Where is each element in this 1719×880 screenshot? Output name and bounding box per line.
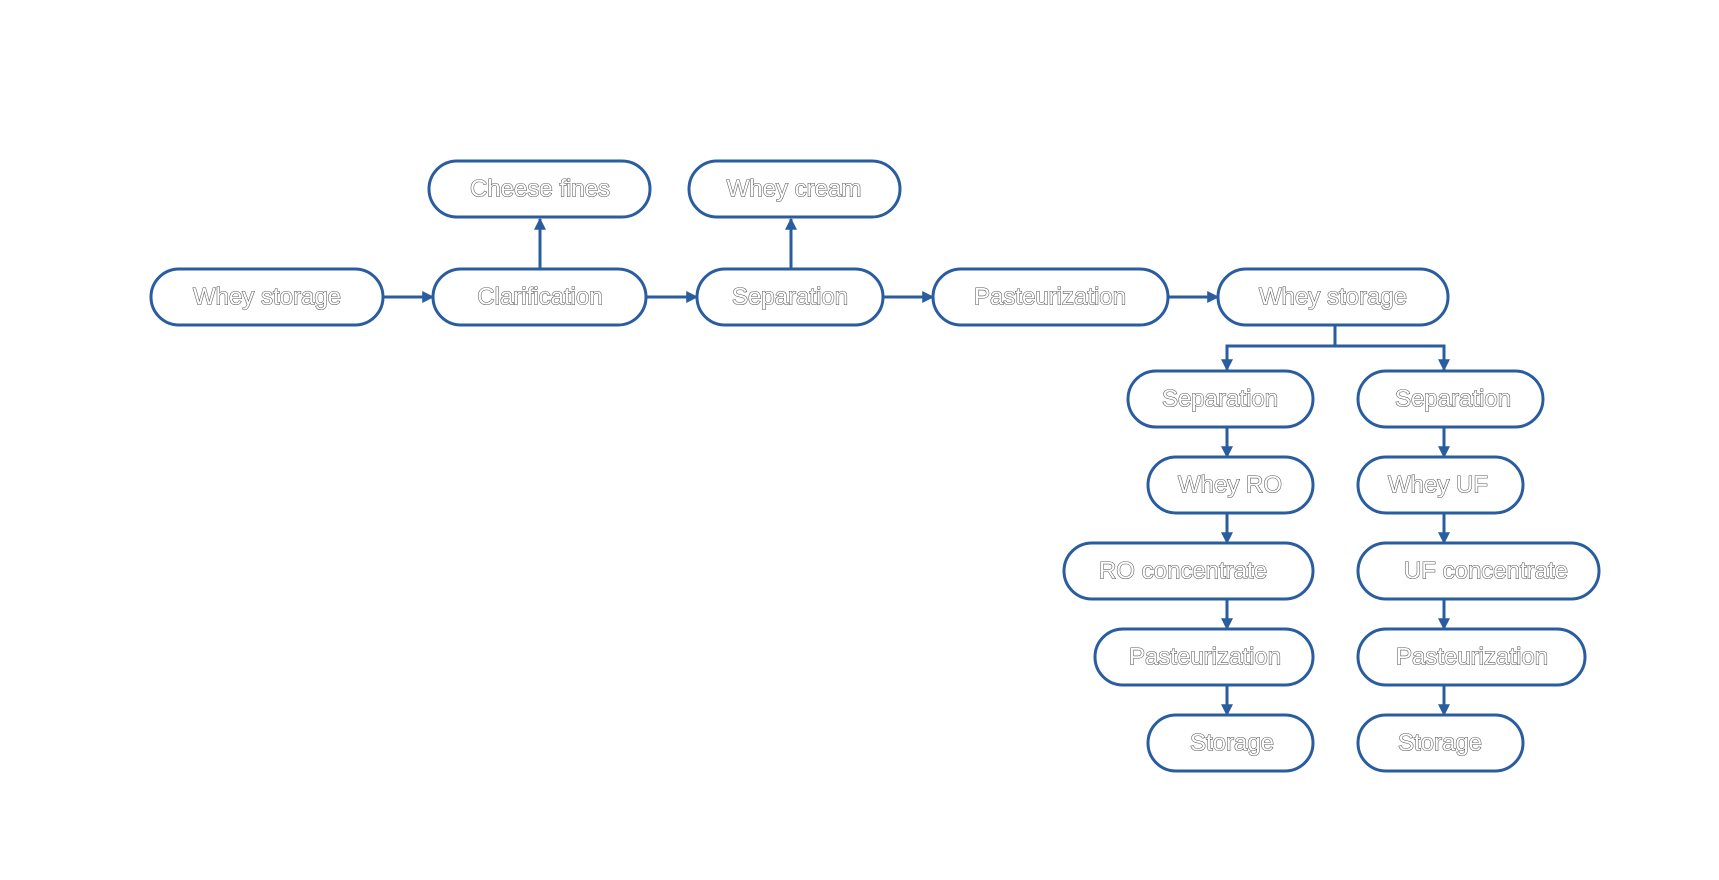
node-label: Separation (732, 284, 848, 311)
node-pasteurization-left: Pasteurization (1093, 627, 1315, 687)
node-storage-left: Storage (1146, 713, 1315, 773)
node-pasteurization-right: Pasteurization (1356, 627, 1587, 687)
node-whey-cream: Whey cream (687, 159, 902, 219)
node-label: Pasteurization (974, 284, 1126, 311)
node-label: Whey cream (727, 176, 862, 203)
node-label: Separation (1162, 386, 1278, 413)
node-label: Separation (1395, 386, 1511, 413)
node-separation-right: Separation (1356, 369, 1545, 429)
node-separation-left: Separation (1126, 369, 1315, 429)
node-whey-uf: Whey UF (1356, 455, 1525, 515)
node-label: UF concentrate (1404, 558, 1568, 585)
node-label: Whey storage (193, 284, 341, 311)
edge-whey-storage-to-separation-left (1221, 325, 1337, 372)
node-cheese-fines: Cheese fines (427, 159, 652, 219)
node-whey-storage-input: Whey storage (149, 267, 385, 327)
node-label: RO concentrate (1099, 558, 1267, 585)
node-label: Storage (1190, 730, 1274, 757)
node-ro-concentrate: RO concentrate (1062, 541, 1315, 601)
edge-whey-storage-to-separation-right (1335, 344, 1450, 372)
node-label: Whey UF (1388, 472, 1488, 499)
node-label: Whey storage (1259, 284, 1407, 311)
node-label: Whey RO (1178, 472, 1282, 499)
node-label: Cheese fines (470, 176, 610, 203)
node-storage-right: Storage (1356, 713, 1525, 773)
node-label: Pasteurization (1396, 644, 1548, 671)
flow-connectors (383, 217, 1450, 717)
node-label: Storage (1398, 730, 1482, 757)
node-uf-concentrate: UF concentrate (1356, 541, 1601, 601)
node-label: Clarification (477, 284, 602, 311)
node-whey-storage-output: Whey storage (1216, 267, 1450, 327)
node-label: Pasteurization (1129, 644, 1281, 671)
node-separation: Separation (695, 267, 885, 327)
node-whey-ro: Whey RO (1146, 455, 1315, 515)
node-clarification: Clarification (431, 267, 648, 327)
node-pasteurization: Pasteurization (931, 267, 1170, 327)
